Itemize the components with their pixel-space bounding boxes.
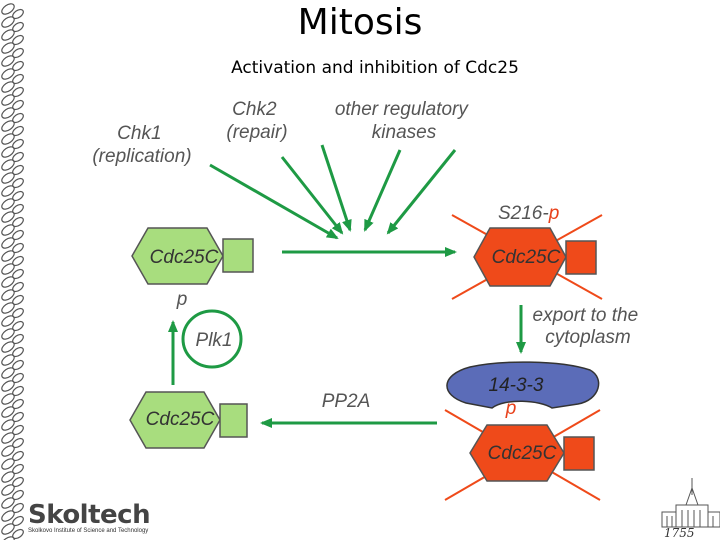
- p-label-top: p: [176, 289, 188, 310]
- svg-text:Cdc25C: Cdc25C: [146, 409, 215, 430]
- university-building-icon: [661, 478, 720, 528]
- chk2-label: Chk2 (repair): [226, 99, 287, 143]
- logo-name: Skoltech: [28, 500, 151, 530]
- arrow-other-2: [363, 149, 402, 232]
- cdc25c-phosphorylated-top: Cdc25C: [451, 214, 603, 300]
- chk1-label: Chk1 (replication): [92, 123, 191, 167]
- svg-text:Cdc25C: Cdc25C: [150, 247, 219, 268]
- cdc25c-phosphorylated-bottom: Cdc25C: [444, 409, 601, 501]
- plk1-node: Plk1: [181, 309, 243, 369]
- slide-subtitle: Activation and inhibition of Cdc25: [231, 58, 519, 78]
- arrow-other-3: [386, 149, 457, 235]
- arrow-chk2: [280, 156, 344, 235]
- pp2a-label: PP2A: [322, 391, 371, 412]
- svg-text:p: p: [505, 398, 517, 419]
- logo-tagline: Skolkovo Institute of Science and Techno…: [28, 528, 149, 534]
- slide-title: Mitosis: [297, 2, 423, 43]
- arrow-chk1: [209, 163, 339, 240]
- footer-year: 1755: [664, 526, 695, 540]
- other-kinases-label: other regulatory kinases: [335, 99, 473, 143]
- protein-14-3-3: 14-3-3 p: [446, 361, 600, 419]
- svg-text:Plk1: Plk1: [196, 330, 233, 351]
- svg-text:14-3-3: 14-3-3: [489, 375, 544, 396]
- svg-text:Cdc25C: Cdc25C: [488, 443, 557, 464]
- cdc25c-active-bottom: Cdc25C: [129, 391, 248, 449]
- s216-label: S216-p: [498, 203, 559, 224]
- svg-text:Cdc25C: Cdc25C: [492, 247, 561, 268]
- skoltech-logo: Skoltech Skolkovo Institute of Science a…: [28, 500, 151, 534]
- export-label: export to the cytoplasm: [533, 305, 644, 348]
- decorative-border-swirls: [1, 3, 24, 540]
- cdc25c-active-top: Cdc25C: [131, 227, 254, 285]
- arrow-other-1: [320, 144, 352, 232]
